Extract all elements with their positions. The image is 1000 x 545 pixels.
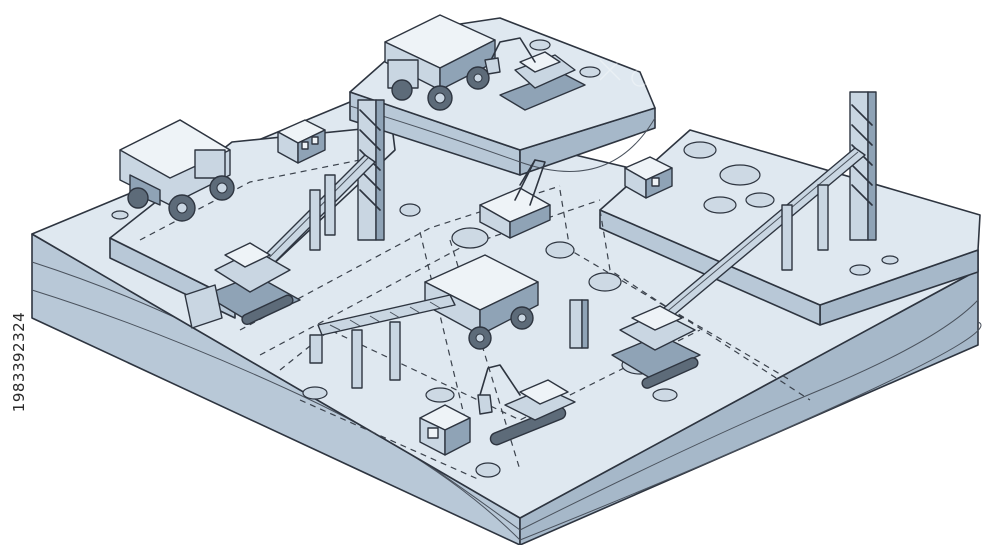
dump-truck-top [384,14,496,111]
gantry-conveyor-center [302,294,456,400]
drill-rig-center [479,159,551,239]
site-cabin-right [624,156,673,199]
site-cabin-left [277,119,326,164]
stock-watermark [59,39,849,497]
excavator-bottom [477,364,576,446]
loader-right [611,305,701,389]
stock-id-label: 1983392324 [8,292,30,432]
stock-id-text: 1983392324 [10,311,28,413]
excavator-top [484,37,586,111]
control-pillar [569,299,589,349]
bulldozer-left [184,242,301,329]
dump-truck-left [119,119,235,222]
dump-truck-center [424,254,539,350]
conveyor-right [639,91,877,336]
site-cabin-bottom [419,404,471,456]
